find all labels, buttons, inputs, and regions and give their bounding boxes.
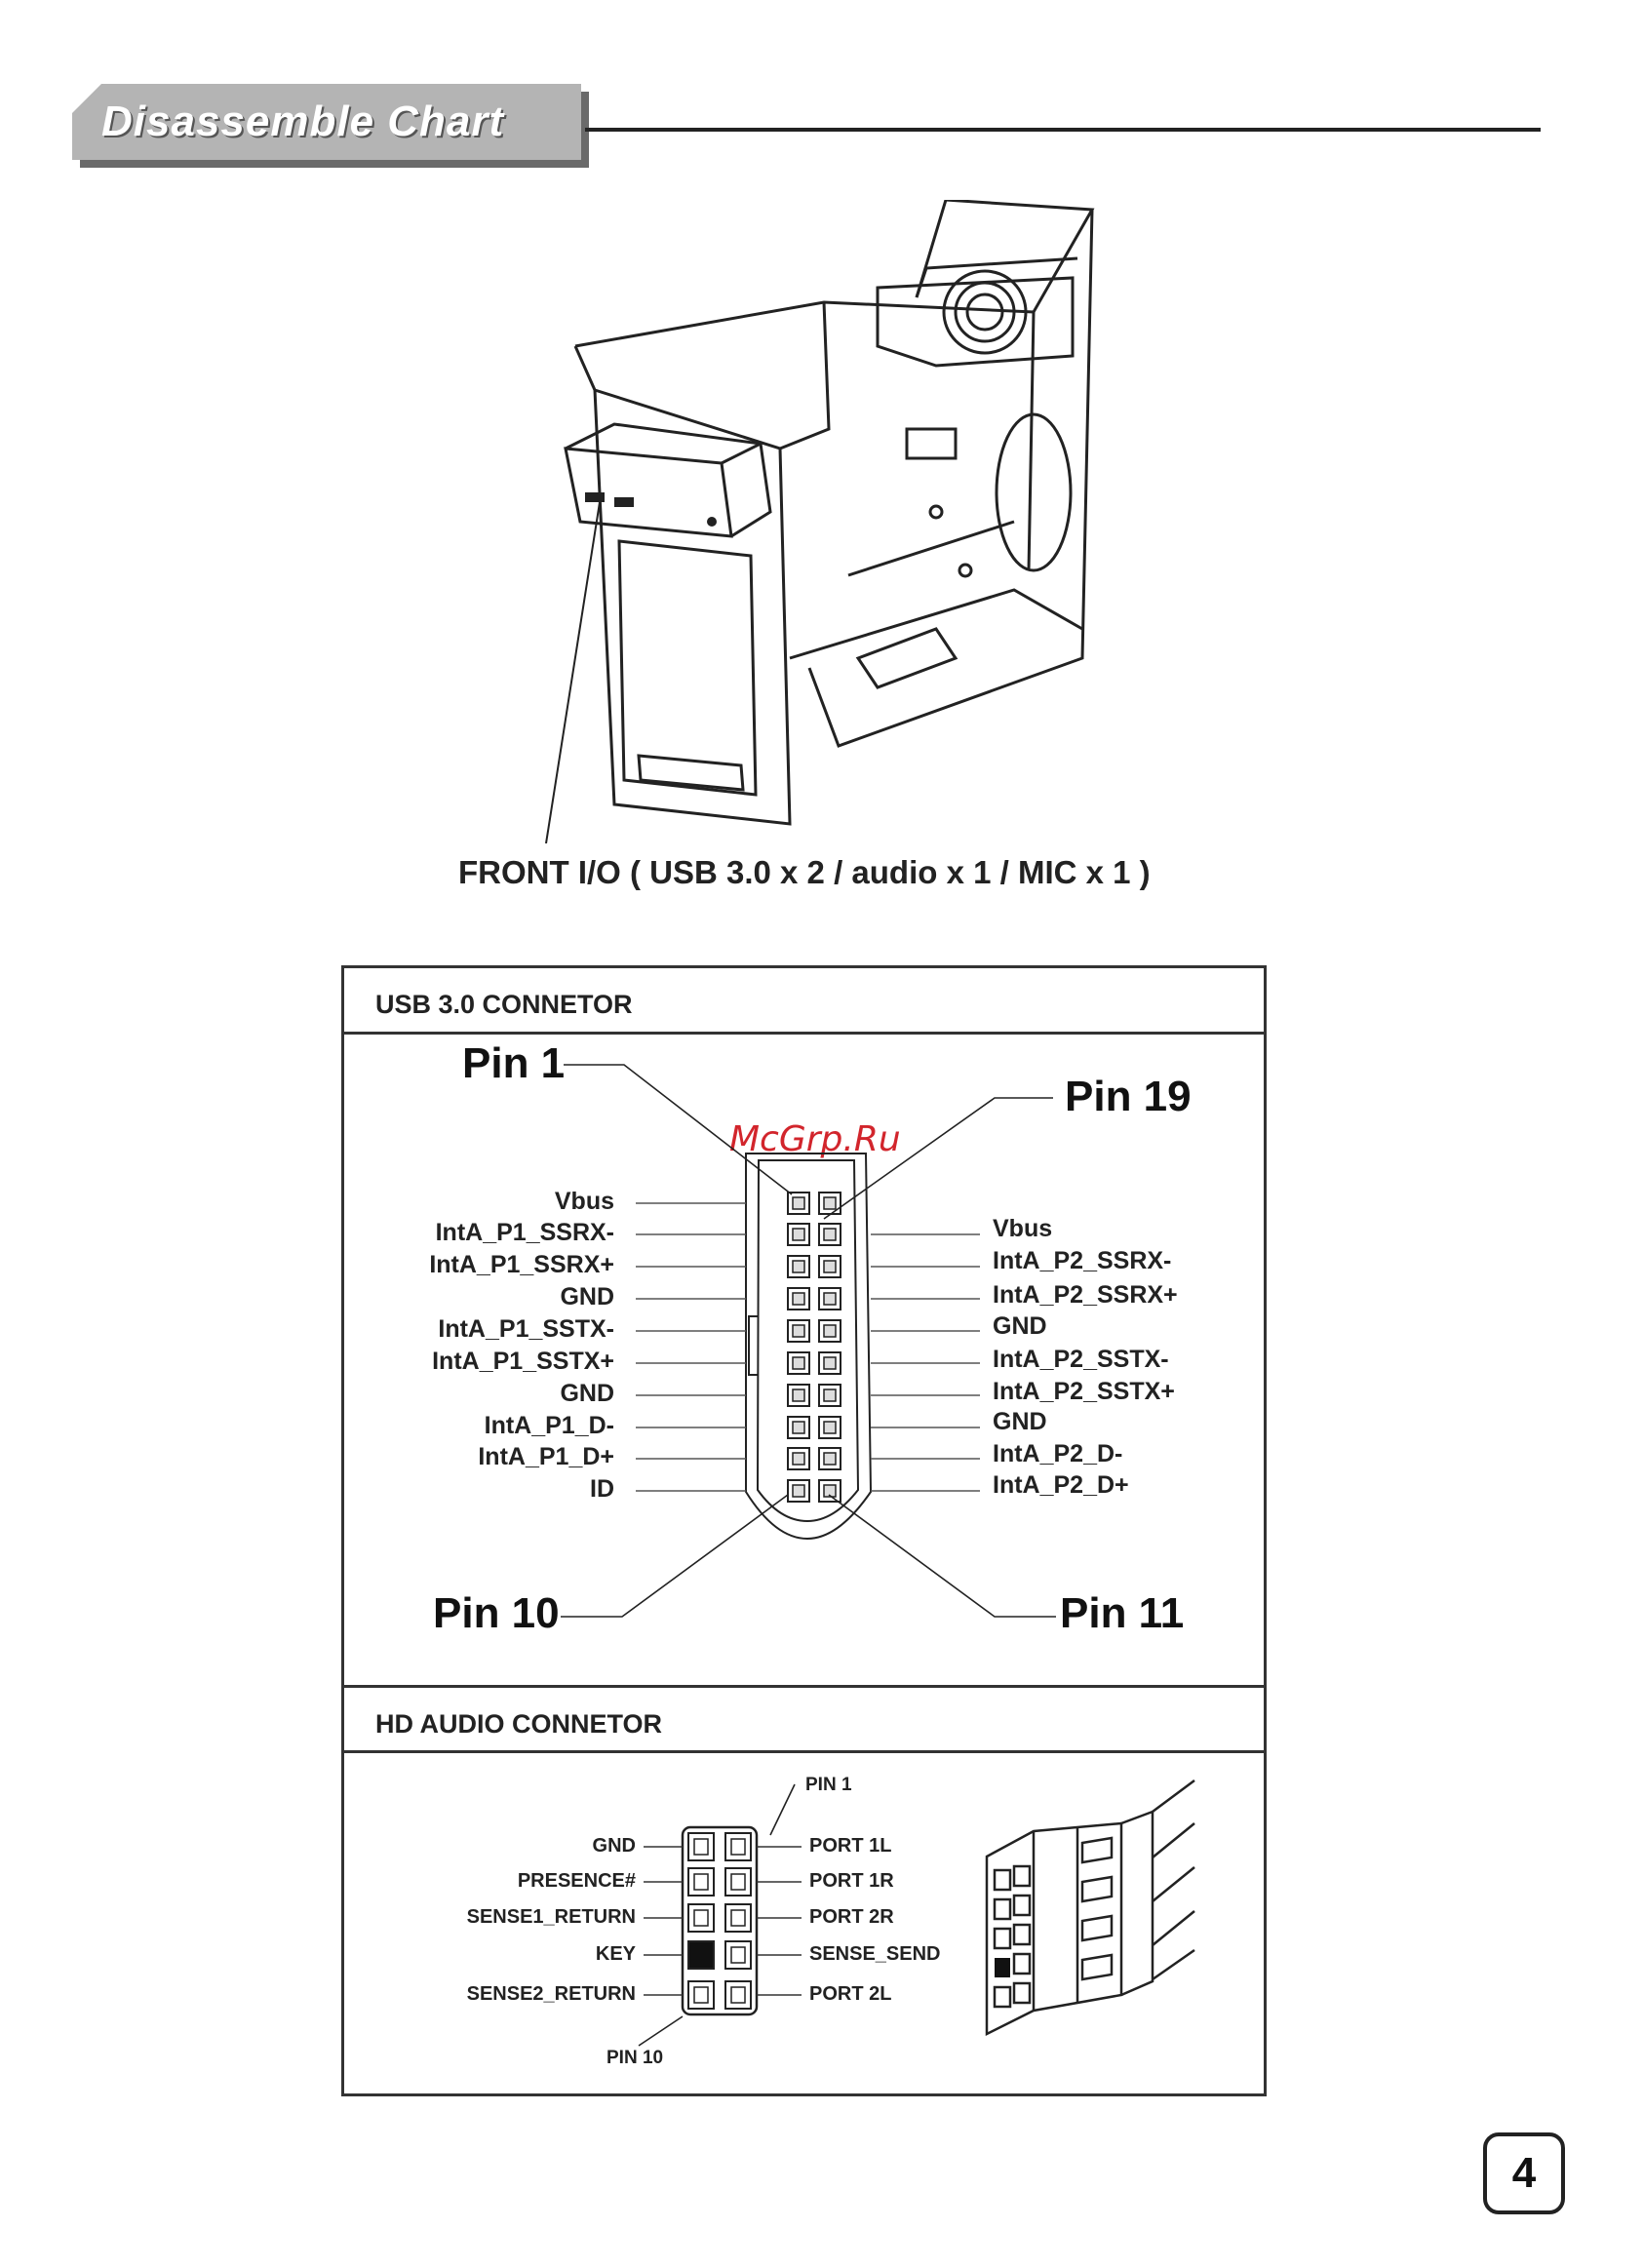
page-number: 4 [1483,2132,1565,2214]
audio-right-pin-label: SENSE_SEND [809,1943,941,1965]
audio-left-pin-label: SENSE2_RETURN [466,1983,636,2005]
usb-left-pin-label: IntA_P1_SSRX- [435,1219,614,1246]
audio-pin [687,1903,715,1933]
audio-connector-housing [681,1825,759,2016]
usb-left-pin-label: IntA_P1_SSTX- [438,1315,614,1343]
usb-pin1-label: Pin 1 [462,1039,566,1087]
usb-right-pin-label: IntA_P2_SSRX+ [993,1281,1178,1309]
pin19-leader [823,1097,1053,1220]
usb-pin-contact [792,1228,805,1241]
audio-plug-key-block [995,1958,1010,1977]
usb-pin-contact [823,1484,837,1498]
audio-pin-contact [693,1986,709,2004]
connector-panel: USB 3.0 CONNETOR HD AUDIO CONNETOR [341,965,1267,2096]
usb-pin-contact [792,1388,805,1402]
audio-pin-contact [730,1986,746,2004]
usb-left-pin-label: IntA_P1_D+ [478,1443,614,1470]
header-rule [585,128,1541,132]
usb-right-pin-label: IntA_P2_D+ [993,1471,1129,1499]
audio-connector-title: HD AUDIO CONNETOR [375,1709,663,1739]
usb-pin-contact [792,1421,805,1434]
usb-pin-contact [823,1324,837,1338]
usb-right-pin-label: IntA_P2_SSTX- [993,1346,1169,1373]
usb-pin-contact [823,1292,837,1306]
usb-right-pin-label: GND [993,1408,1047,1435]
audio-pin [687,1980,715,2010]
audio-pin1-leader [769,1783,796,1836]
usb-left-pin-label: GND [560,1283,614,1310]
usb-connector-title: USB 3.0 CONNETOR [375,990,633,1019]
header-tab [72,84,581,160]
audio-pin-contact [693,1873,709,1891]
usb-right-pin-label: Vbus [993,1215,1053,1242]
usb-left-pin-label: GND [560,1380,614,1407]
audio-right-pin-label: PORT 2L [809,1983,892,2005]
usb-right-pin-label: IntA_P2_D- [993,1440,1123,1467]
usb-pin-contact [792,1260,805,1273]
panel-divider [344,1685,1264,1688]
audio-plug-illustration [985,1779,1195,2037]
usb-pin-contact [792,1356,805,1370]
audio-right-pin-label: PORT 2R [809,1906,894,1928]
usb-pin11-label: Pin 11 [1060,1589,1185,1637]
usb-pin-contact [823,1228,837,1241]
audio-left-pin-label: KEY [595,1943,636,1965]
audio-right-pin-label: PORT 1R [809,1870,894,1892]
audio-pin10-leader [638,2015,684,2047]
usb-pin-contact [792,1196,805,1210]
usb-right-pin-label: IntA_P2_SSRX- [993,1247,1172,1274]
audio-left-pin-label: GND [592,1835,636,1857]
audio-pin [724,1867,752,1897]
audio-pin [687,1867,715,1897]
audio-pin-contact [730,1946,746,1964]
pin11-leader [828,1494,1056,1618]
usb-left-pin-label: IntA_P1_D- [484,1412,614,1439]
audio-left-pin-label: PRESENCE# [517,1870,636,1892]
usb-right-pin-label: IntA_P2_SSTX+ [993,1378,1175,1405]
audio-pin-contact [730,1838,746,1856]
audio-pin [724,1940,752,1970]
usb-pin-contact [823,1196,837,1210]
pin10-leader [561,1494,789,1618]
usb-pin-contact [792,1484,805,1498]
audio-pin-contact [693,1838,709,1856]
usb-pin-contact [823,1452,837,1466]
audio-key-pin [687,1940,715,1970]
usb-pin-contact [823,1421,837,1434]
usb-pin-contact [792,1452,805,1466]
usb-pin-contact [823,1260,837,1273]
usb-pin-contact [823,1356,837,1370]
usb-pin-contact [792,1324,805,1338]
pin1-leader [564,1064,793,1195]
usb-left-pin-label: Vbus [554,1188,614,1215]
audio-pin-contact [730,1873,746,1891]
audio-pin [724,1832,752,1861]
usb-pin19-label: Pin 19 [1065,1073,1192,1120]
usb-left-pin-label: IntA_P1_SSRX+ [429,1251,614,1278]
page-title: Disassemble Chart [101,98,505,145]
usb-right-pin-label: GND [993,1312,1047,1340]
usb-left-pin-label: IntA_P1_SSTX+ [432,1348,614,1375]
audio-right-pin-label: PORT 1L [809,1835,892,1857]
audio-pin10-label: PIN 10 [606,2048,664,2068]
audio-left-pin-label: SENSE1_RETURN [466,1906,636,1928]
front-io-caption: FRONT I/O ( USB 3.0 x 2 / audio x 1 / MI… [458,854,1151,890]
usb-pin-contact [792,1292,805,1306]
audio-pin [687,1832,715,1861]
audio-pin [724,1903,752,1933]
audio-pin1-label: PIN 1 [805,1775,852,1795]
case-illustration [545,200,1095,843]
audio-pin-contact [693,1909,709,1927]
usb-left-pin-label: ID [590,1475,614,1503]
usb-pin10-label: Pin 10 [433,1589,560,1637]
usb-pin-contact [823,1388,837,1402]
panel-divider [344,1750,1264,1753]
audio-pin [724,1980,752,2010]
audio-pin-contact [730,1909,746,1927]
panel-divider [344,1032,1264,1035]
